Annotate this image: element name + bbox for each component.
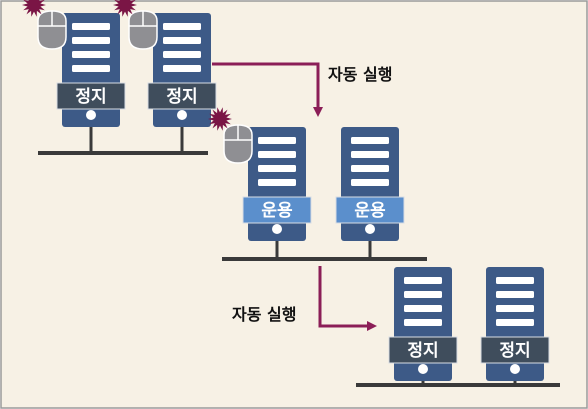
- server-2-2: 운용: [335, 127, 405, 259]
- server-slot: [496, 319, 534, 326]
- status-badge: [56, 82, 126, 110]
- server-3-1: 정지: [388, 267, 458, 385]
- mouse-icon: [22, 0, 67, 50]
- status-badge: [388, 336, 458, 364]
- alert-burst-icon: [22, 0, 46, 17]
- power-led: [86, 110, 96, 120]
- server-slot: [351, 137, 389, 144]
- power-led: [272, 224, 282, 234]
- alert-burst-icon: [208, 107, 232, 131]
- server-slot: [258, 137, 296, 144]
- server-slot: [72, 51, 110, 58]
- mouse-body: [128, 10, 158, 50]
- server-slot: [258, 165, 296, 172]
- server-slot: [258, 179, 296, 186]
- server-slot: [496, 277, 534, 284]
- status-badge: [480, 336, 550, 364]
- mouse-icon: [208, 107, 253, 164]
- server-slot: [404, 305, 442, 312]
- server-slot: [496, 305, 534, 312]
- server-slot: [258, 151, 296, 158]
- power-led: [510, 364, 520, 374]
- server-slot: [163, 51, 201, 58]
- server-slot: [404, 277, 442, 284]
- server-slot: [72, 37, 110, 44]
- transition-arrow-2: [318, 266, 377, 331]
- server-slot: [163, 23, 201, 30]
- status-badge: [242, 196, 312, 224]
- server-slot: [404, 291, 442, 298]
- server-3-2: 정지: [480, 267, 550, 385]
- mouse-body: [37, 10, 67, 50]
- status-badge: [335, 196, 405, 224]
- server-slot: [72, 65, 110, 72]
- mouse-icon: [113, 0, 158, 50]
- server-slot: [404, 319, 442, 326]
- power-led: [365, 224, 375, 234]
- status-badge: [147, 82, 217, 110]
- alert-burst-icon: [113, 0, 137, 17]
- power-led: [177, 110, 187, 120]
- server-slot: [496, 291, 534, 298]
- server-slot: [163, 65, 201, 72]
- server-1-1: 정지: [22, 0, 126, 153]
- power-led: [418, 364, 428, 374]
- server-slot: [351, 165, 389, 172]
- transition-arrow-1: [212, 62, 323, 117]
- server-slot: [163, 37, 201, 44]
- server-slot: [351, 151, 389, 158]
- server-slot: [72, 23, 110, 30]
- mouse-body: [223, 124, 253, 164]
- server-slot: [351, 179, 389, 186]
